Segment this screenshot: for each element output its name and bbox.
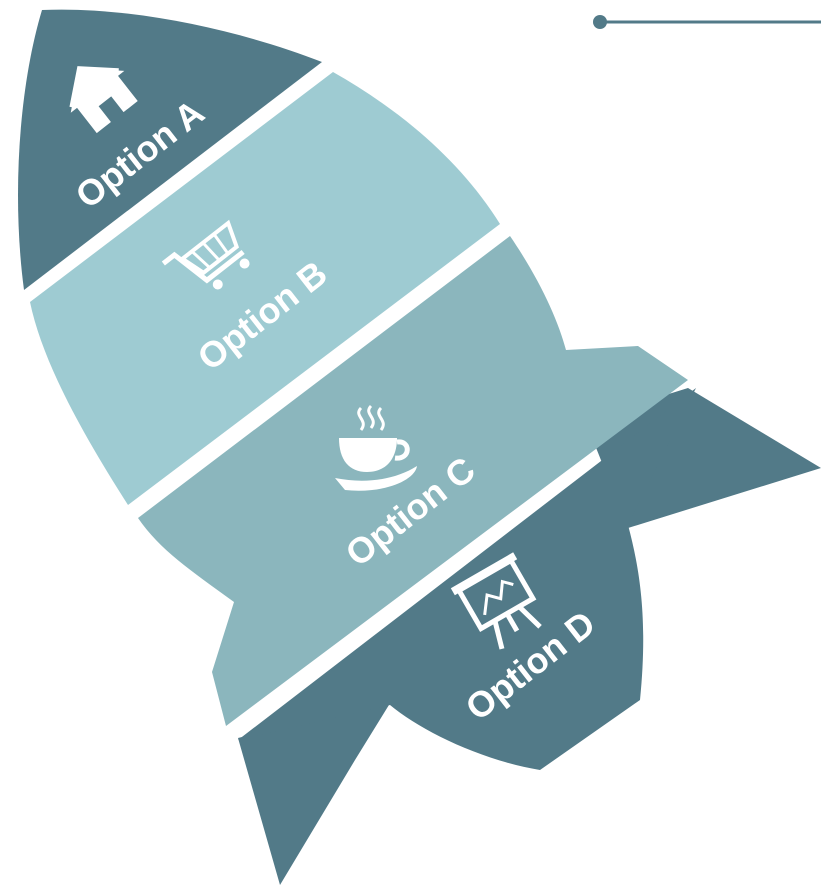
coffee-cup-icon xyxy=(335,404,417,491)
connector-line xyxy=(593,15,821,29)
presentation-board-icon xyxy=(450,552,542,650)
shopping-cart-icon xyxy=(161,219,250,290)
section-option-b[interactable] xyxy=(30,72,500,505)
right-fin xyxy=(585,388,821,528)
rocket-fins xyxy=(238,388,821,885)
bottom-left-fin xyxy=(238,700,392,885)
house-icon xyxy=(69,66,138,134)
section-option-c[interactable] xyxy=(138,236,688,726)
